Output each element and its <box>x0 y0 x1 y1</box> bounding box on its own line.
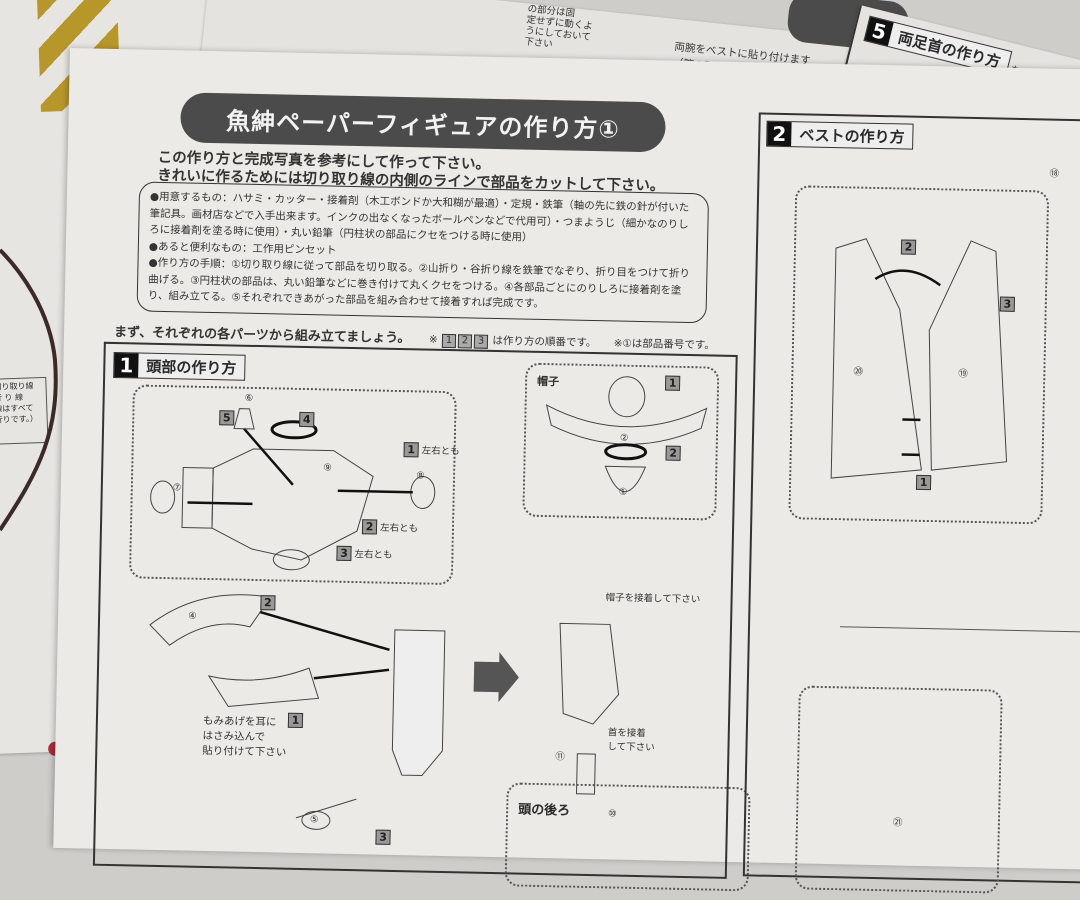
step-badge: 2 <box>362 519 377 534</box>
note-mark: ※ <box>429 334 438 346</box>
part-number: ④ <box>188 611 197 622</box>
step-badge: 2 <box>260 595 275 610</box>
part-number: ⑨ <box>323 462 332 473</box>
part-number: ⑳ <box>853 363 863 377</box>
hat-label: 帽子 <box>537 373 559 389</box>
step-badge: 2 <box>901 239 916 254</box>
part-number: ① <box>619 487 628 498</box>
both-sides-text: 左右とも <box>422 445 460 457</box>
section2-title: ベストの作り方 <box>791 124 913 148</box>
step2-label: 2 左右とも <box>362 519 418 535</box>
head-assembly-panel: 1 左右とも 2 左右とも 3 左右とも 4 5 ⑦ ⑧ ⑨ ⑥ <box>129 384 457 585</box>
note-line: 首を接着 <box>608 726 656 741</box>
note-suffix: は作り方の順番です。 <box>492 335 596 349</box>
lower-panel: ㉑ <box>795 685 1003 893</box>
section2-frame: 2 ベストの作り方 2 3 1 ⑳ ⑲ ⑱ ㉑ <box>743 112 1080 884</box>
vest-panel: 2 3 1 ⑳ ⑲ <box>788 185 1049 524</box>
step-badge: 3 <box>1000 297 1015 312</box>
step-badge: 4 <box>299 412 314 427</box>
part-number: ⑱ <box>1049 166 1059 180</box>
part-number: ⑩ <box>608 808 617 819</box>
section2-number: 2 <box>767 122 791 146</box>
divider-line <box>840 626 1080 634</box>
step-badge: 5 <box>219 410 234 425</box>
neck-note: 首を接着 して下さい <box>607 726 655 755</box>
part-number: ⑧ <box>416 470 425 481</box>
step-badge: 1 <box>665 376 680 391</box>
both-sides-text: 左右とも <box>354 549 392 561</box>
back-of-head-panel: 頭の後ろ ⑩ <box>505 782 751 891</box>
part-number: ⑲ <box>958 366 968 380</box>
sideburns-note: もみあげを耳に はさみ込んで 貼り付けて下さい <box>202 714 287 761</box>
section1-number: 1 <box>114 353 138 377</box>
step-badge: 2 <box>458 334 472 348</box>
note-line: もみあげを耳に <box>203 714 287 731</box>
step1-label: 1 左右とも <box>404 442 460 458</box>
section1-frame: 1 頭部の作り方 1 左右とも 2 左右とも 3 左右とも 4 5 ⑦ ⑧ <box>93 342 738 879</box>
part-number: ⑤ <box>310 814 319 825</box>
section2-header: 2 ベストの作り方 <box>766 121 914 150</box>
step-badge: 1 <box>288 713 303 728</box>
part-number: ⑪ <box>555 748 565 762</box>
step-badge: 1 <box>404 442 419 457</box>
step-badge: 3 <box>375 830 390 845</box>
back-of-head-label: 頭の後ろ <box>518 799 570 819</box>
materials-procedure: ●作り方の手順：①切り取り線に従って部品を切り取る。②山折り・谷折り線を鉄筆でな… <box>148 255 697 316</box>
part-number-note: ※①は部品番号です。 <box>614 337 715 351</box>
part-number: ⑥ <box>245 393 254 404</box>
step-badge: 3 <box>336 546 351 561</box>
both-sides-text: 左右とも <box>380 523 418 535</box>
vest-diagram <box>790 187 1047 522</box>
hat-panel: 帽子 1 2 ② ① <box>522 363 719 521</box>
page-title: 魚紳ペーパーフィギュアの作り方① <box>180 92 666 152</box>
step-badge: 1 <box>442 334 456 348</box>
part-number: ② <box>620 433 629 444</box>
part-number: ⑦ <box>173 482 182 493</box>
note-line: 貼り付けて下さい <box>202 744 286 761</box>
section1-header: 1 頭部の作り方 <box>113 352 246 381</box>
step-badge: 2 <box>665 446 680 461</box>
note-line: して下さい <box>607 740 655 755</box>
top-note: の部分は固 定せずに動くよ うにしておいて 下さい <box>524 3 595 54</box>
step3-label: 3 左右とも <box>336 546 392 562</box>
note-line: はさみ込んで <box>202 729 286 746</box>
instruction-sheet: 魚紳ペーパーフィギュアの作り方① この作り方と完成写真を参考にして作って下さい。… <box>53 48 1080 870</box>
part-number: ㉑ <box>893 814 903 828</box>
step-badge: 3 <box>474 335 488 349</box>
attach-hat-note: 帽子を接着して下さい <box>605 589 700 605</box>
section1-title: 頭部の作り方 <box>138 355 244 378</box>
materials-box: ●用意するもの：ハサミ・カッター・接着剤（木工ボンドか大和糊が最適）・定規・鉄筆… <box>136 181 709 323</box>
step-badge: 1 <box>916 475 931 490</box>
